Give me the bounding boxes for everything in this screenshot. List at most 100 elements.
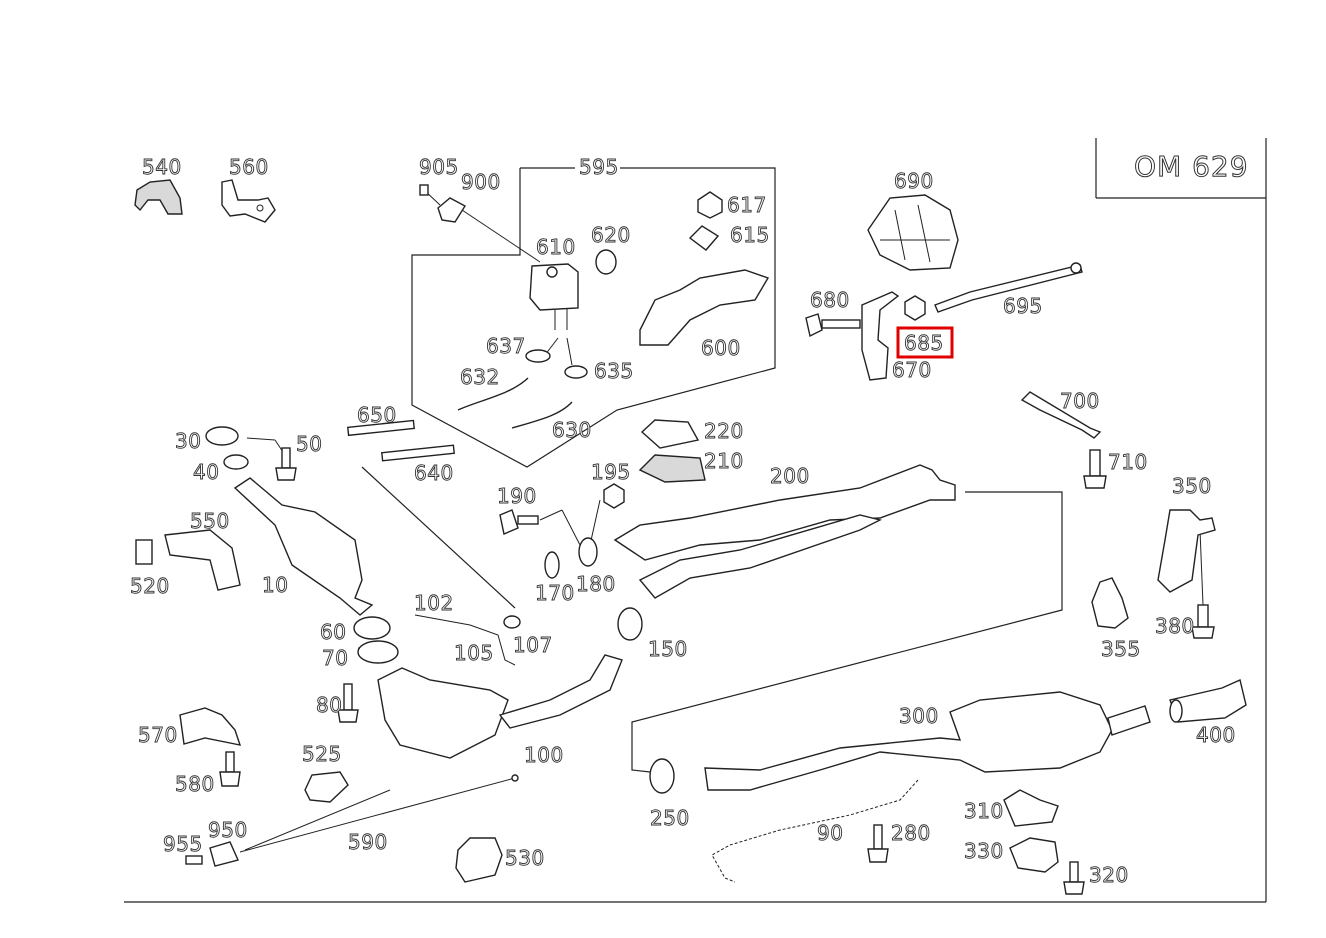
label-102[interactable]: 102 (414, 591, 454, 616)
part-540-bracket-icon[interactable] (134, 179, 183, 215)
part-905-connector-icon[interactable] (419, 184, 466, 223)
label-210[interactable]: 210 (704, 449, 744, 474)
label-220[interactable]: 220 (704, 419, 744, 444)
label-530[interactable]: 530 (505, 846, 545, 871)
part-180-clamp-icon[interactable] (578, 537, 598, 567)
label-615[interactable]: 615 (730, 223, 770, 248)
part-640-pipe-icon[interactable] (381, 444, 455, 462)
part-615-clip-icon[interactable] (688, 225, 720, 251)
label-600[interactable]: 600 (701, 336, 741, 361)
label-180[interactable]: 180 (576, 572, 616, 597)
label-950[interactable]: 950 (208, 818, 248, 843)
label-905[interactable]: 905 (419, 155, 459, 180)
part-150-clamp-icon[interactable] (617, 607, 643, 641)
label-107[interactable]: 107 (513, 633, 553, 658)
label-630[interactable]: 630 (552, 418, 592, 443)
label-690[interactable]: 690 (894, 169, 934, 194)
part-50-bolt-icon[interactable] (275, 447, 297, 481)
part-400-tailpipe-icon[interactable] (1169, 679, 1247, 723)
part-525-sensor-icon[interactable] (304, 771, 349, 803)
label-250[interactable]: 250 (650, 806, 690, 831)
part-355-mount-icon[interactable] (1091, 577, 1129, 629)
label-350[interactable]: 350 (1172, 474, 1212, 499)
label-70[interactable]: 70 (322, 646, 349, 671)
label-310[interactable]: 310 (964, 799, 1004, 824)
label-90[interactable]: 90 (817, 821, 844, 846)
part-70-gasket-icon[interactable] (357, 640, 399, 664)
part-520-plate-icon[interactable] (135, 539, 153, 565)
part-310-bracket-icon[interactable] (1003, 789, 1059, 827)
part-650-pipe-icon[interactable] (346, 419, 416, 437)
part-950-sensor-icon[interactable] (185, 841, 239, 867)
part-330-mount-icon[interactable] (1009, 837, 1059, 873)
label-955[interactable]: 955 (163, 832, 203, 857)
label-30[interactable]: 30 (175, 429, 202, 454)
label-580[interactable]: 580 (175, 772, 215, 797)
label-195[interactable]: 195 (591, 460, 631, 485)
part-320-bolt-icon[interactable] (1063, 861, 1085, 895)
label-50[interactable]: 50 (296, 432, 323, 457)
label-595[interactable]: 595 (579, 155, 619, 180)
part-580-bolt-icon[interactable] (219, 751, 241, 787)
part-620-cap-icon[interactable] (595, 249, 617, 275)
part-680-bolt-icon[interactable] (805, 313, 861, 338)
label-900[interactable]: 900 (461, 170, 501, 195)
part-530-clip-icon[interactable] (455, 837, 503, 883)
label-700[interactable]: 700 (1060, 389, 1100, 414)
part-102-line-icon[interactable] (414, 614, 516, 666)
label-695[interactable]: 695 (1003, 294, 1043, 319)
part-250-clamp-icon[interactable] (649, 758, 675, 794)
label-685[interactable]: 685 (904, 331, 944, 356)
label-637[interactable]: 637 (486, 334, 526, 359)
part-107-clip-icon[interactable] (503, 615, 521, 629)
part-600-bracket-icon[interactable] (639, 269, 770, 346)
label-100[interactable]: 100 (524, 743, 564, 768)
part-700-strap-icon[interactable] (1020, 391, 1102, 439)
part-670-bracket-icon[interactable] (861, 291, 900, 381)
part-80-bolt-icon[interactable] (337, 683, 359, 723)
label-635[interactable]: 635 (594, 359, 634, 384)
part-40-ring-icon[interactable] (223, 454, 249, 470)
label-80[interactable]: 80 (316, 693, 343, 718)
label-300[interactable]: 300 (899, 704, 939, 729)
label-520[interactable]: 520 (130, 574, 170, 599)
label-680[interactable]: 680 (810, 288, 850, 313)
label-632[interactable]: 632 (460, 365, 500, 390)
label-610[interactable]: 610 (536, 235, 576, 260)
label-355[interactable]: 355 (1101, 637, 1141, 662)
label-190[interactable]: 190 (497, 484, 537, 509)
label-550[interactable]: 550 (190, 509, 230, 534)
part-695-sensor-icon[interactable] (934, 262, 1083, 313)
label-540[interactable]: 540 (142, 155, 182, 180)
label-320[interactable]: 320 (1089, 863, 1129, 888)
label-670[interactable]: 670 (892, 358, 932, 383)
label-40[interactable]: 40 (193, 460, 220, 485)
part-570-bracket-icon[interactable] (179, 707, 242, 746)
part-195-nut-icon[interactable] (603, 483, 625, 509)
part-190-bolt-icon[interactable] (499, 509, 539, 535)
part-685-nut-icon[interactable] (904, 295, 926, 321)
part-590-cable-icon[interactable] (239, 774, 519, 853)
label-380[interactable]: 380 (1155, 614, 1195, 639)
label-280[interactable]: 280 (891, 821, 931, 846)
part-632-hose-icon[interactable] (457, 377, 529, 411)
label-400[interactable]: 400 (1196, 723, 1236, 748)
part-710-bolt-icon[interactable] (1083, 449, 1107, 489)
label-200[interactable]: 200 (770, 464, 810, 489)
part-550-strap-icon[interactable] (164, 529, 241, 591)
label-60[interactable]: 60 (320, 620, 347, 645)
label-590[interactable]: 590 (348, 830, 388, 855)
label-150[interactable]: 150 (648, 637, 688, 662)
part-10-catalyst-icon[interactable] (233, 477, 374, 616)
part-380-bolt-icon[interactable] (1191, 604, 1215, 639)
label-570[interactable]: 570 (138, 723, 178, 748)
part-210-bracket-icon[interactable] (638, 454, 706, 483)
part-560-bracket-icon[interactable] (221, 179, 276, 223)
label-650[interactable]: 650 (357, 403, 397, 428)
label-10[interactable]: 10 (262, 573, 289, 598)
part-635-clamp-icon[interactable] (564, 365, 588, 379)
label-525[interactable]: 525 (302, 742, 342, 767)
part-637-clamp-icon[interactable] (525, 349, 551, 363)
part-60-gasket-icon[interactable] (353, 616, 391, 640)
label-105[interactable]: 105 (454, 641, 494, 666)
